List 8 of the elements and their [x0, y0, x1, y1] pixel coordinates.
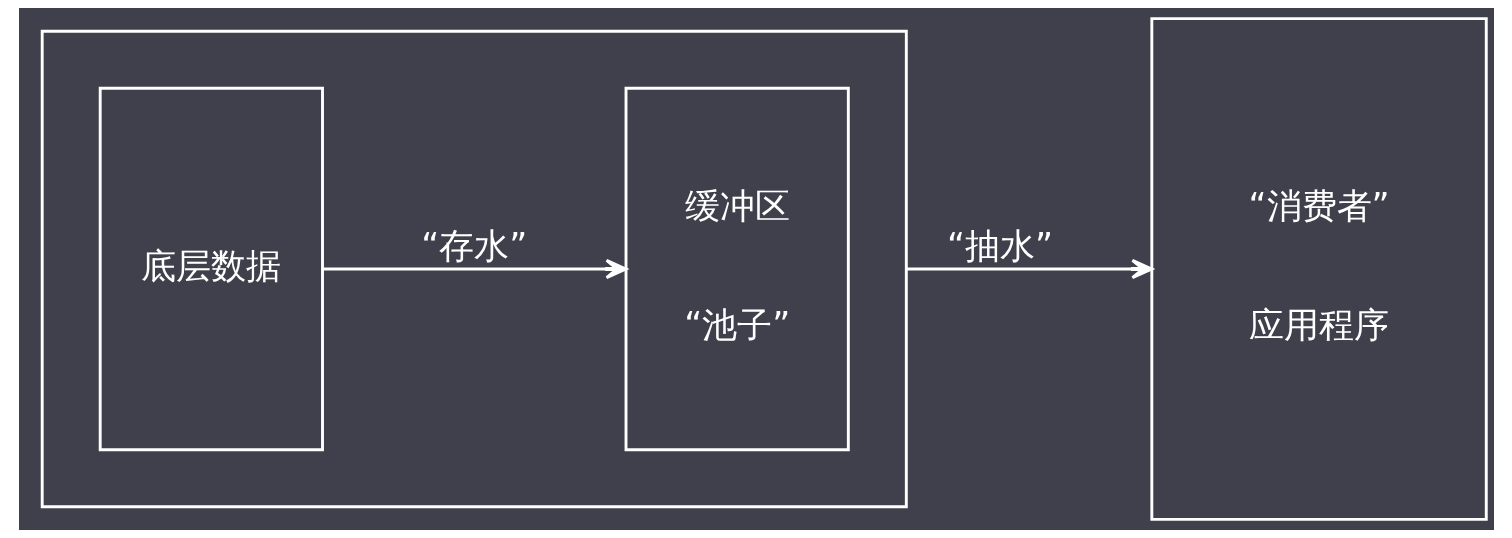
- edge-label: “存水”: [420, 226, 527, 267]
- node-box: “消费者” 应用程序: [1149, 17, 1488, 521]
- node-box: 缓冲区 “池子”: [624, 86, 850, 452]
- cluster: [40, 29, 908, 509]
- arrow: [322, 258, 627, 280]
- node-box: 底层数据: [98, 86, 324, 452]
- arrow: [905, 258, 1153, 280]
- edge-label: “抽水”: [946, 226, 1053, 267]
